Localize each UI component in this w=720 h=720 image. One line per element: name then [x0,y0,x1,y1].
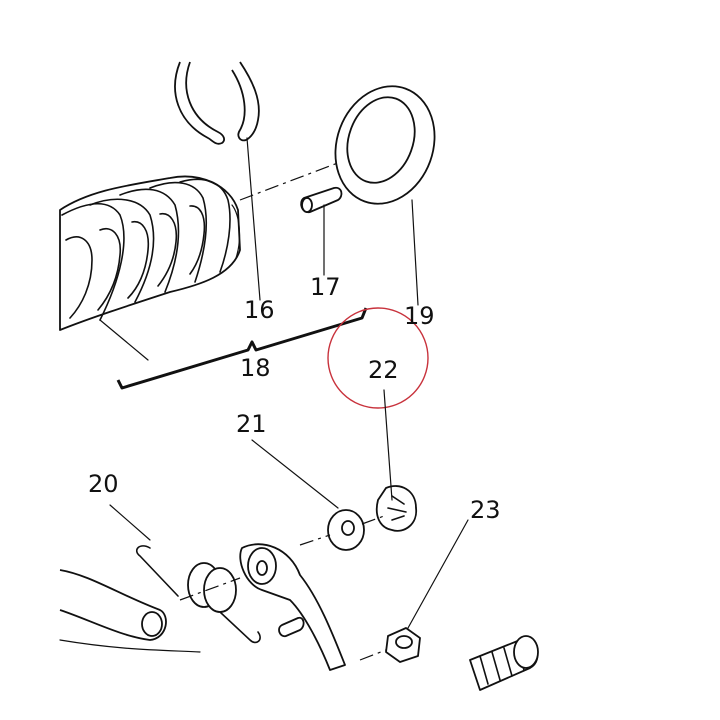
spring-20 [109,504,261,644]
circlip-16 [174,61,261,301]
pin-17 [300,186,343,276]
callout-20: 20 [88,470,119,498]
callout-16: 16 [244,296,275,324]
ring-19 [334,85,436,306]
e-clip-22 [375,389,417,532]
lever-assembly [59,543,346,671]
bracket-18 [116,307,368,390]
highlight-circle [327,307,429,409]
nut-23 [359,519,469,663]
callout-21: 21 [236,410,267,438]
stud-bolt [469,635,539,691]
callout-18: 18 [240,354,271,382]
bellows-boot [59,175,241,331]
washer-21 [251,439,385,551]
callout-23: 23 [470,496,501,524]
leader-18 [99,319,149,361]
callout-19: 19 [404,302,435,330]
callout-17: 17 [310,273,341,301]
callout-22: 22 [368,356,399,384]
